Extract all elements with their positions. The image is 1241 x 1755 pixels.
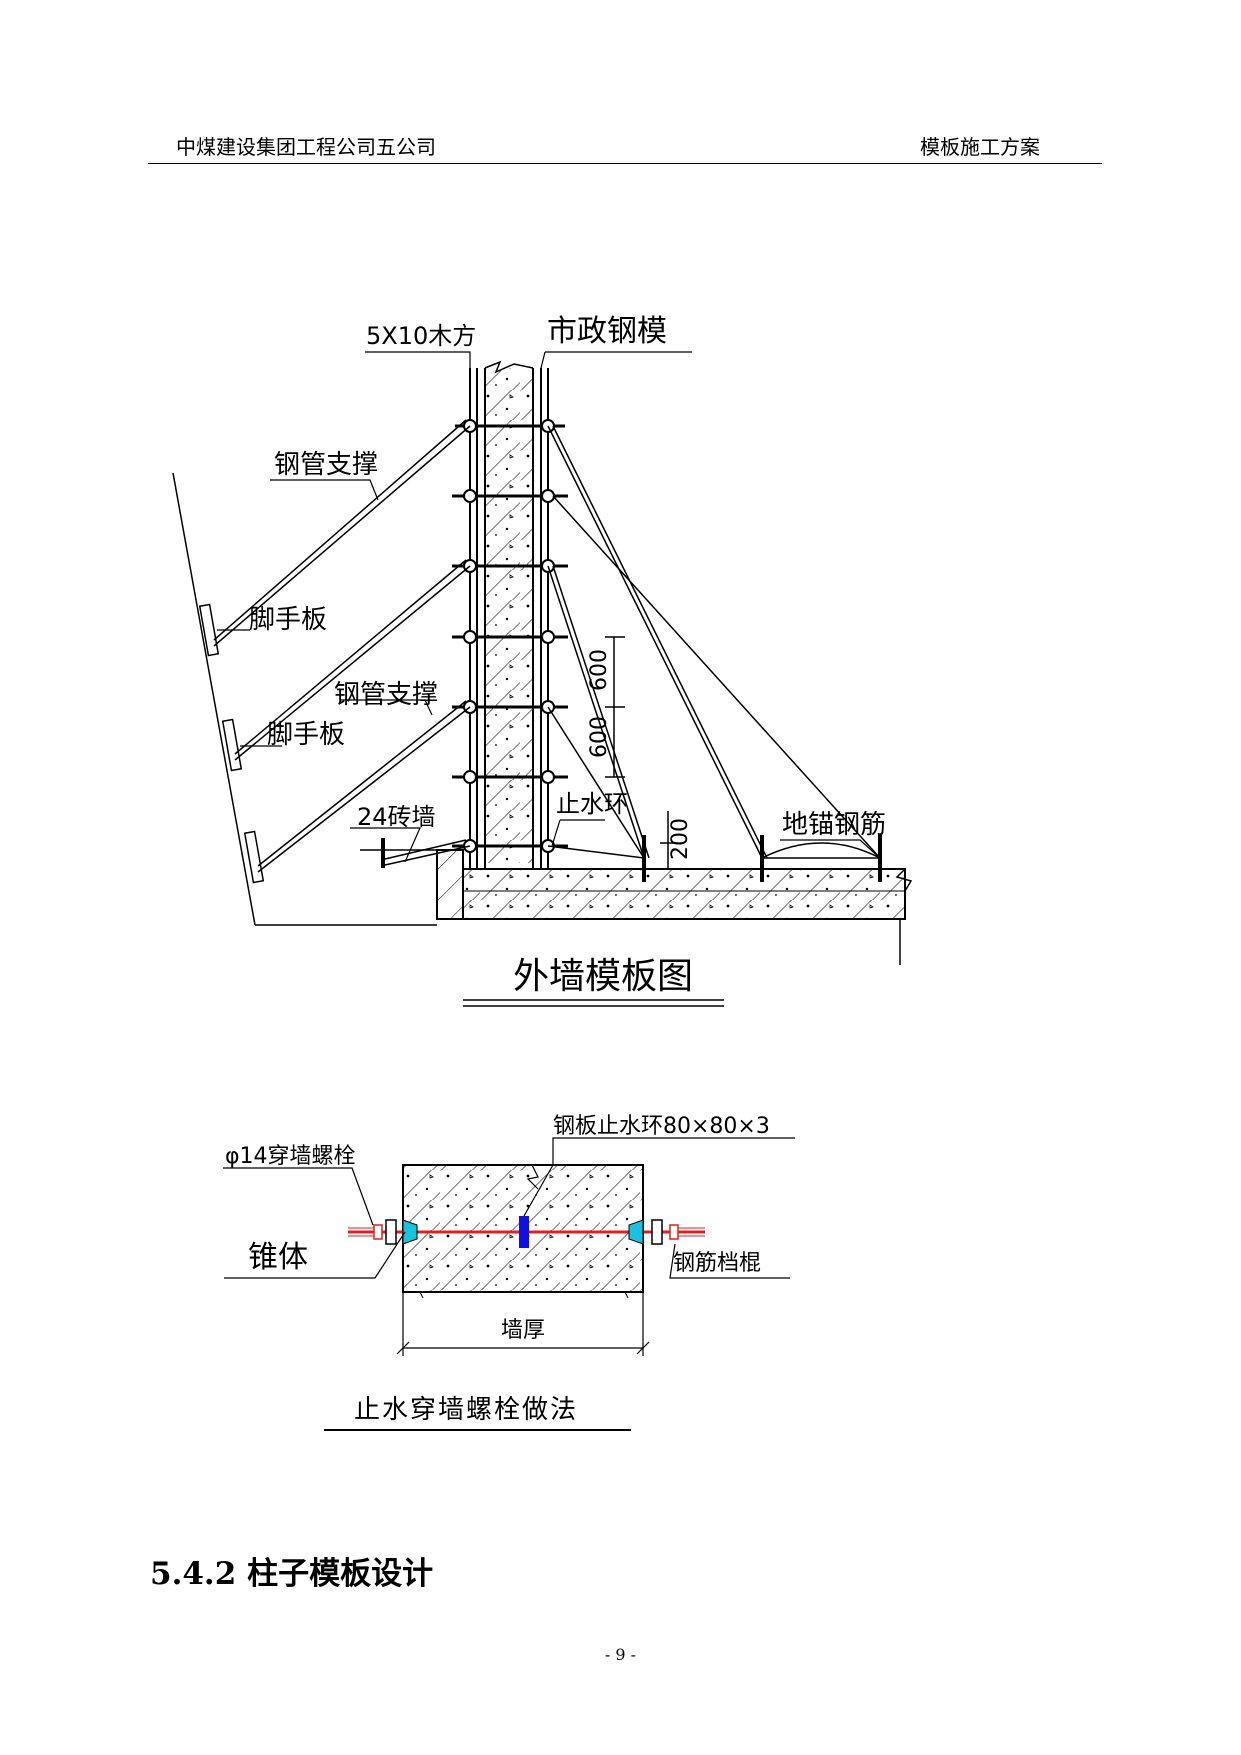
- label-scaffold-board-2: 脚手板: [267, 720, 345, 750]
- label-rebar-stop: 钢筋档棍: [673, 1251, 761, 1276]
- label-water-stop-ring: 止水环: [556, 790, 628, 818]
- figure-water-stop-bolt: 钢板止水环80×80×3 φ14穿墙螺栓 锥体 钢筋档棍 墙厚 止水穿墙螺栓做法: [223, 1114, 795, 1431]
- label-steel-plate-ring: 钢板止水环80×80×3: [553, 1114, 770, 1139]
- page-header: 中煤建设集团工程公司五公司 模板施工方案: [148, 131, 1102, 165]
- section-heading: 5.4.2 柱子模板设计: [150, 1556, 434, 1592]
- label-pipe-support-2: 钢管支撑: [334, 680, 438, 710]
- wall-concrete: [485, 368, 533, 863]
- brick-wall: [436, 849, 464, 920]
- figure1-title: 外墙模板图: [513, 956, 693, 997]
- label-dim-200: 200: [668, 818, 693, 860]
- label-pipe-support-1: 钢管支撑: [274, 450, 378, 480]
- cone-right: [628, 1219, 644, 1245]
- label-steel-mold: 市政钢模: [547, 314, 667, 349]
- header-doc-title: 模板施工方案: [920, 135, 1040, 159]
- label-wall-thickness: 墙厚: [501, 1318, 545, 1343]
- ground-slab: [462, 868, 906, 920]
- figure-exterior-wall-formwork: 5X10木方 市政钢模 钢管支撑 脚手板 钢管支撑 脚手板 24砖墙 止水环 地…: [172, 314, 913, 1007]
- steel-plate-ring: [519, 1216, 529, 1248]
- label-timber: 5X10木方: [366, 322, 476, 350]
- figure2-title: 止水穿墙螺栓做法: [354, 1395, 578, 1425]
- label-brick-wall: 24砖墙: [357, 803, 436, 831]
- label-cone: 锥体: [248, 1240, 308, 1275]
- label-ground-anchor: 地锚钢筋: [782, 810, 886, 840]
- page-number: - 9 -: [604, 1645, 637, 1664]
- label-dim-600-b: 600: [587, 716, 612, 758]
- label-dim-600-a: 600: [587, 649, 612, 691]
- header-rule: [148, 163, 1102, 164]
- label-scaffold-board-1: 脚手板: [249, 605, 327, 635]
- header-company: 中煤建设集团工程公司五公司: [176, 135, 436, 159]
- label-bolt: φ14穿墙螺栓: [225, 1144, 356, 1169]
